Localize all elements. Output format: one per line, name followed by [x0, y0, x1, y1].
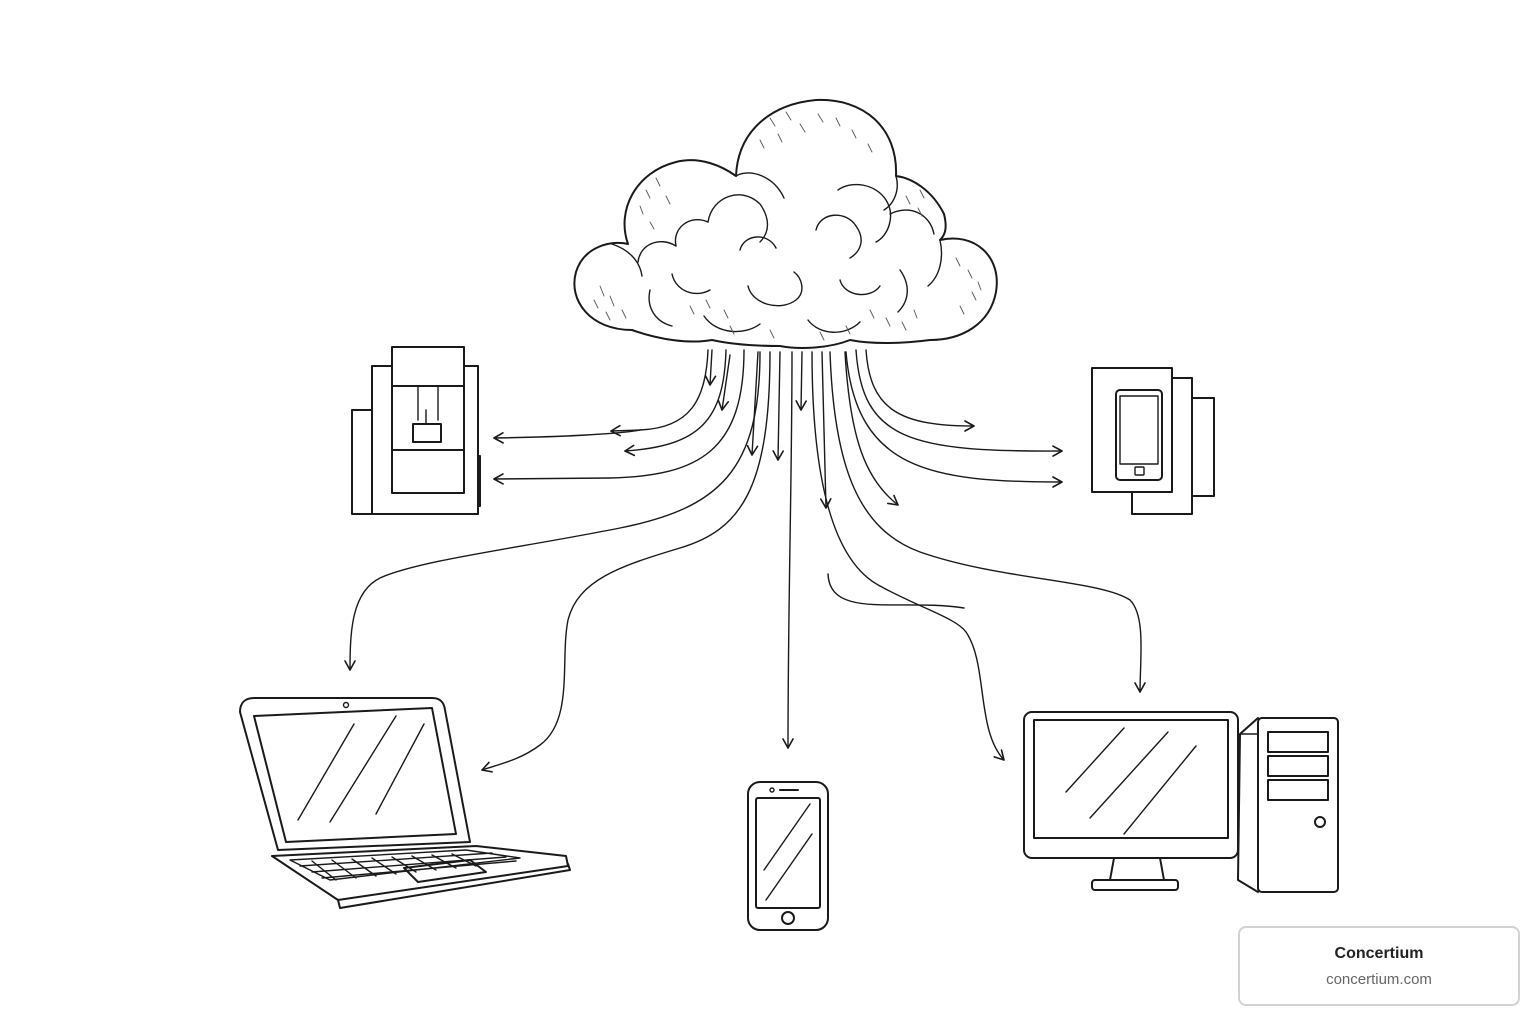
arrow-short-4	[772, 351, 784, 461]
arrow-to-desktop-2	[829, 351, 1146, 693]
server-stack-icon	[351, 346, 481, 515]
arrow-to-tablet-3	[845, 351, 1063, 488]
arrow-short-2	[717, 354, 731, 411]
arrow-to-server-4	[493, 349, 745, 485]
arrow-to-laptop-2	[481, 351, 771, 773]
arrow-to-laptop-1	[344, 351, 761, 671]
brand-url[interactable]: concertium.com	[1326, 971, 1432, 988]
arrow-to-tablet-2	[855, 349, 1063, 457]
arrow-short-7	[844, 351, 899, 506]
brand-card: Concertium concertium.com	[1238, 926, 1520, 1006]
cloud-icon	[573, 98, 998, 349]
arrow-to-phone	[782, 351, 794, 749]
tablet-stack-icon	[1091, 367, 1215, 515]
arrow-short-5	[795, 351, 807, 411]
arrow-to-server-2	[493, 429, 641, 444]
laptop-icon	[239, 697, 571, 909]
arrow-short-3	[746, 351, 759, 456]
brand-name: Concertium	[1334, 945, 1424, 962]
desktop-computer-icon	[1023, 711, 1339, 893]
arrow-short-1	[704, 349, 717, 386]
arrow-branch-desktop	[827, 573, 965, 609]
connector-lines	[344, 349, 1146, 773]
arrow-short-6	[819, 351, 832, 509]
arrow-to-tablet-1	[865, 349, 975, 432]
arrow-to-server-1	[610, 349, 709, 437]
arrow-to-desktop-1	[811, 351, 1005, 761]
arrow-to-server-3	[624, 349, 727, 457]
smartphone-icon	[747, 781, 829, 931]
